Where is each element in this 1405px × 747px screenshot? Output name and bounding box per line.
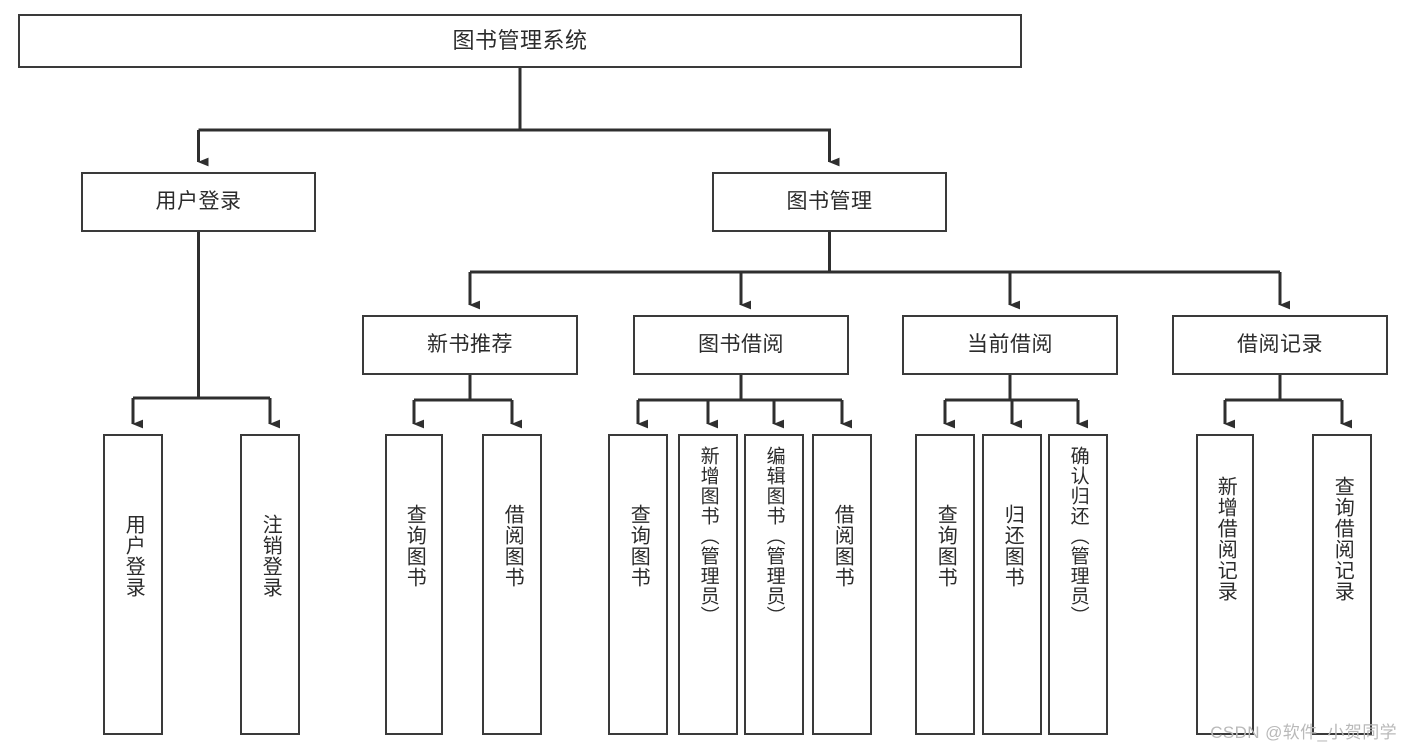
node-borrow-record[interactable]: 借阅记录 xyxy=(1172,315,1388,375)
node-current-borrow-label: 当前借阅 xyxy=(967,332,1053,356)
leaf-return-book[interactable]: 归还图书 xyxy=(982,434,1042,735)
leaf-borrow-book-1-label: 借阅图书 xyxy=(501,504,524,588)
leaf-user-login-label: 用户登录 xyxy=(122,514,145,598)
leaf-edit-book-label: 编辑图书（管理员） xyxy=(763,446,785,626)
leaf-edit-book[interactable]: 编辑图书（管理员） xyxy=(744,434,804,735)
leaf-query-record-label: 查询借阅记录 xyxy=(1331,476,1354,602)
leaf-query-record[interactable]: 查询借阅记录 xyxy=(1312,434,1372,735)
leaf-query-book-2[interactable]: 查询图书 xyxy=(608,434,668,735)
leaf-query-book-3[interactable]: 查询图书 xyxy=(915,434,975,735)
leaf-add-record-label: 新增借阅记录 xyxy=(1214,476,1237,602)
node-root[interactable]: 图书管理系统 xyxy=(18,14,1022,68)
leaf-confirm-return[interactable]: 确认归还（管理员） xyxy=(1048,434,1108,735)
leaf-user-logout-label: 注销登录 xyxy=(259,514,282,598)
leaf-query-book-3-label: 查询图书 xyxy=(934,504,957,588)
node-root-label: 图书管理系统 xyxy=(452,28,588,54)
node-book-borrow-label: 图书借阅 xyxy=(698,332,784,356)
node-current-borrow[interactable]: 当前借阅 xyxy=(902,315,1118,375)
leaf-query-book-2-label: 查询图书 xyxy=(627,504,650,588)
node-user-login[interactable]: 用户登录 xyxy=(81,172,316,232)
leaf-add-record[interactable]: 新增借阅记录 xyxy=(1196,434,1254,735)
node-user-login-label: 用户登录 xyxy=(155,189,242,213)
leaf-return-book-label: 归还图书 xyxy=(1001,504,1024,588)
leaf-query-book-1-label: 查询图书 xyxy=(403,504,426,588)
leaf-add-book-label: 新增图书（管理员） xyxy=(697,446,719,626)
node-new-book-recommend-label: 新书推荐 xyxy=(427,332,513,356)
node-book-manage-label: 图书管理 xyxy=(786,189,873,213)
leaf-borrow-book-2[interactable]: 借阅图书 xyxy=(812,434,872,735)
node-borrow-record-label: 借阅记录 xyxy=(1237,332,1323,356)
node-book-borrow[interactable]: 图书借阅 xyxy=(633,315,849,375)
leaf-query-book-1[interactable]: 查询图书 xyxy=(385,434,443,735)
node-new-book-recommend[interactable]: 新书推荐 xyxy=(362,315,578,375)
leaf-confirm-return-label: 确认归还（管理员） xyxy=(1067,446,1089,626)
leaf-add-book[interactable]: 新增图书（管理员） xyxy=(678,434,738,735)
node-book-manage[interactable]: 图书管理 xyxy=(712,172,947,232)
leaf-borrow-book-2-label: 借阅图书 xyxy=(831,504,854,588)
leaf-user-login[interactable]: 用户登录 xyxy=(103,434,163,735)
csdn-watermark: CSDN @软件_小贺同学 xyxy=(1210,723,1397,742)
leaf-user-logout[interactable]: 注销登录 xyxy=(240,434,300,735)
leaf-borrow-book-1[interactable]: 借阅图书 xyxy=(482,434,542,735)
